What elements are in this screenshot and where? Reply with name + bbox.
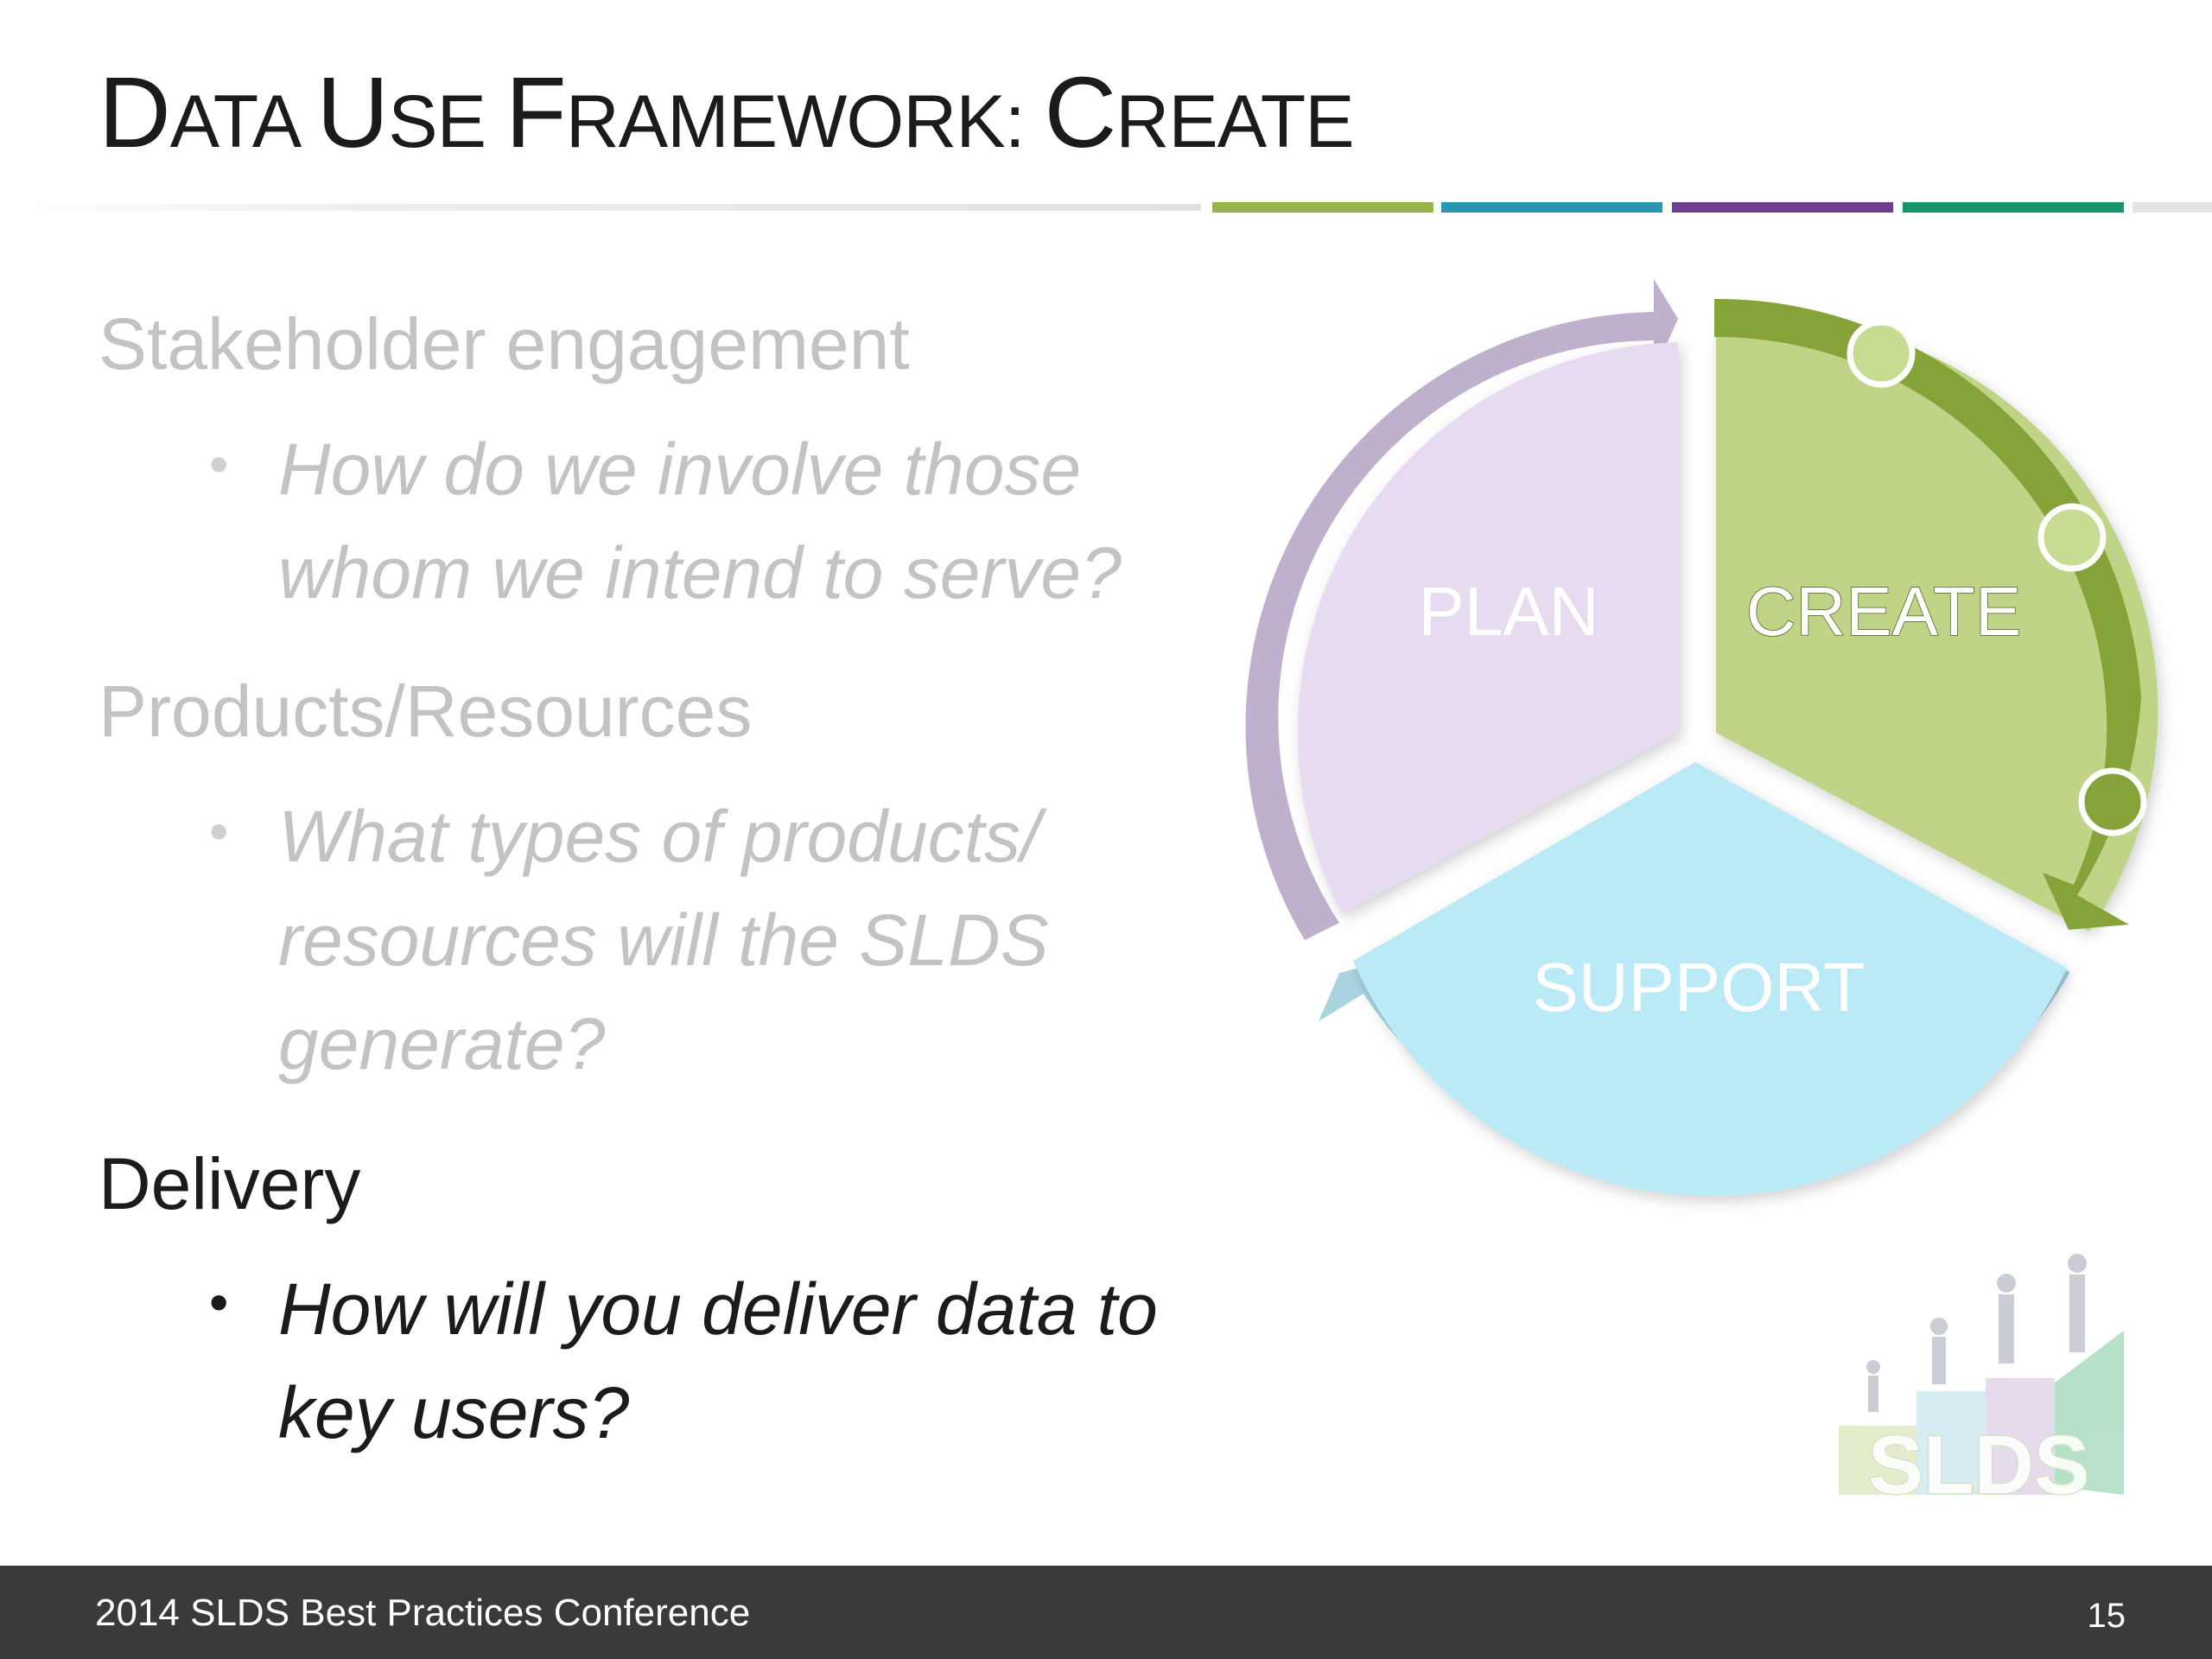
- title-part: F: [505, 56, 567, 168]
- slide-title: DATA USE FRAMEWORK: CREATE: [99, 62, 1355, 163]
- title-part: ATA: [169, 80, 317, 163]
- title-part: REATE: [1116, 80, 1354, 163]
- section-heading-stakeholder: Stakeholder engagement: [99, 303, 910, 385]
- title-part: D: [99, 56, 171, 168]
- bullet: •: [209, 800, 229, 862]
- plan-segment: [1297, 342, 1678, 913]
- section-heading-products: Products/Resources: [99, 671, 753, 752]
- accent-segment-3: [1672, 202, 1893, 213]
- bullet-text-delivery: How will you deliver data to key users?: [278, 1268, 1158, 1453]
- section-heading-delivery: Delivery: [99, 1143, 361, 1224]
- conference-name: 2014 SLDS Best Practices Conference: [95, 1592, 751, 1634]
- accent-segment-4: [1903, 202, 2124, 213]
- support-label: SUPPORT: [1532, 949, 1865, 1026]
- milestone-circle: [2037, 503, 2107, 572]
- accent-segment-5: [2133, 202, 2212, 213]
- support-segment: [1353, 762, 2067, 1197]
- title-part: U: [316, 56, 389, 168]
- milestone-circle: [2078, 767, 2147, 836]
- cycle-diagram: PLAN CREATE SUPPORT: [1245, 279, 2158, 1197]
- bullet-text-stakeholder: How do we involve those whom we intend t…: [278, 429, 1122, 613]
- bullet: •: [209, 433, 229, 495]
- create-arrow: [1714, 298, 2141, 931]
- accent-segment-1: [1212, 202, 1433, 213]
- page-number: 15: [2087, 1597, 2126, 1635]
- bullet: •: [209, 1271, 229, 1333]
- plan-arrow: [1245, 279, 1678, 940]
- plan-label: PLAN: [1419, 573, 1599, 650]
- slds-logo: SLDS: [1839, 1254, 2124, 1503]
- footer-bar: 2014 SLDS Best Practices Conference 15: [0, 1566, 2212, 1659]
- title-part: C: [1044, 56, 1116, 168]
- slds-logo-text: SLDS: [1868, 1419, 2089, 1503]
- accent-segment-2: [1441, 202, 1662, 213]
- title-part: RAMEWORK:: [565, 80, 1045, 163]
- title-part: SE: [388, 80, 505, 163]
- bullet-text-products: What types of products/ resources will t…: [278, 796, 1049, 1084]
- create-label: CREATE: [1746, 573, 2022, 650]
- milestone-circle: [1847, 319, 1916, 388]
- title-divider: [0, 204, 1201, 211]
